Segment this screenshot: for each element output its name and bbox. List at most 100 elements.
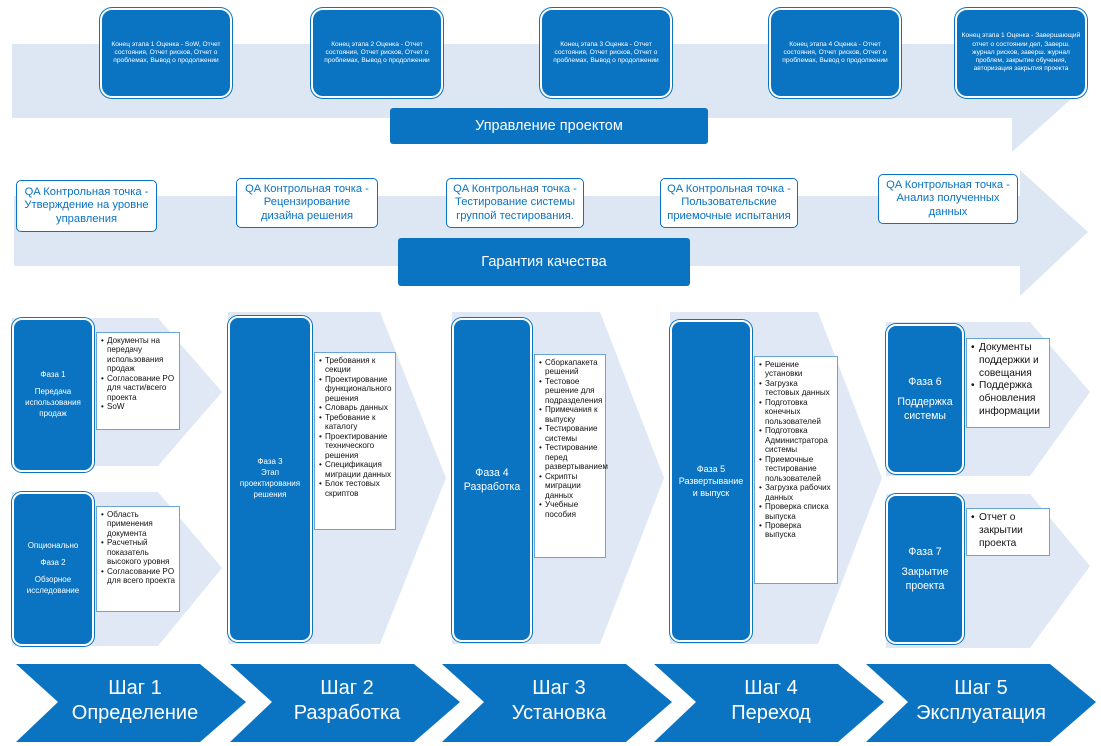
milestone-box-5: Конец этапа 1 Оценка - Завершающий отчет… — [955, 8, 1087, 98]
step5-number: Шаг 5 — [954, 677, 1008, 699]
phase1-item: Согласование PO для части/всего проекта — [101, 374, 176, 402]
phase5-box: Фаза 5 Развертывание и выпуск — [670, 320, 752, 642]
step1-name: Определение — [71, 702, 199, 724]
milestone-box-1: Конец этапа 1 Оценка - SoW, Отчет состоя… — [100, 8, 232, 98]
step2-name: Разработка — [293, 702, 401, 724]
milestone-box-3: Конец этапа 3 Оценка - Отчет состояния, … — [540, 8, 672, 98]
phase3-item: Требование к каталогу — [319, 413, 392, 432]
qa-checkpoint-5: QA Контрольная точка - Анализ полученных… — [878, 174, 1018, 224]
phase7-deliverables: Отчет о закрытии проекта — [966, 508, 1050, 556]
step4-chevron — [654, 664, 884, 742]
quality-assurance-banner: Гарантия качества — [398, 238, 690, 286]
phase7-box: Фаза 7 Закрытие проекта — [886, 494, 964, 644]
qa-checkpoint-1: QA Контрольная точка - Утверждение на ур… — [16, 180, 157, 232]
phase3-item: Блок тестовых скриптов — [319, 479, 392, 498]
phase3-item: Требования к секции — [319, 356, 392, 375]
phase2-deliverables: Область применения документа Расчетный п… — [96, 506, 180, 612]
qa-checkpoint-2: QA Контрольная точка - Рецензирование ди… — [236, 178, 378, 228]
phase6-item: Поддержка обновления информации — [971, 380, 1046, 418]
phase5-item: Подготовка Администратора системы — [759, 426, 834, 454]
phase2-subtitle: Обзорное исследование — [26, 575, 80, 595]
milestone-text-5: Конец этапа 1 Оценка - Завершающий отчет… — [961, 32, 1081, 73]
phase7-item: Отчет о закрытии проекта — [971, 512, 1046, 550]
phase4-item: Сборкапакета решений — [539, 358, 602, 377]
step3-number: Шаг 3 — [532, 677, 586, 699]
step4-label: Шаг 4 Переход — [686, 676, 856, 726]
phase2-item: Область применения документа — [101, 510, 176, 538]
step1-chevron — [16, 664, 246, 742]
step4-name: Переход — [731, 702, 811, 724]
step5-name: Эксплуатация — [916, 702, 1046, 724]
step4-number: Шаг 4 — [744, 677, 798, 699]
step3-label: Шаг 3 Установка — [474, 676, 644, 726]
phase4-title: Фаза 4 — [475, 466, 509, 479]
qa-checkpoint-text-5: QA Контрольная точка - Анализ полученных… — [886, 178, 1010, 218]
qa-checkpoint-text-3: QA Контрольная точка - Тестирование сист… — [453, 182, 577, 222]
phase3-box: Фаза 3 Этап проектирования решения — [228, 316, 312, 642]
quality-assurance-title: Гарантия качества — [481, 254, 607, 270]
phase1-title: Фаза 1 — [40, 370, 66, 380]
phase5-item: Проверка списка выпуска — [759, 502, 834, 521]
step2-label: Шаг 2 Разработка — [262, 676, 432, 726]
step2-number: Шаг 2 — [320, 677, 374, 699]
step1-number: Шаг 1 — [108, 677, 162, 699]
phase5-title: Фаза 5 — [696, 463, 726, 474]
phase6-box: Фаза 6 Поддержка системы — [886, 324, 964, 474]
qa-checkpoint-text-4: QA Контрольная точка - Пользовательские … — [667, 182, 791, 222]
phase3-item: Проектирование технического решения — [319, 432, 392, 460]
phase4-item: Тестовое решение для подразделения — [539, 377, 602, 405]
step3-chevron — [442, 664, 672, 742]
phase5-deliverables: Решение установки Загрузка тестовых данн… — [754, 356, 838, 584]
phase7-title: Фаза 7 — [908, 545, 942, 558]
phase1-box: Фаза 1 Передача использования продаж — [12, 318, 94, 472]
phase5-item: Загрузка тестовых данных — [759, 379, 834, 398]
phase5-subtitle: Развертывание и выпуск — [678, 475, 744, 499]
phase2-title: Фаза 2 — [40, 558, 66, 568]
milestone-text-3: Конец этапа 3 Оценка - Отчет состояния, … — [553, 40, 659, 65]
phase4-box: Фаза 4 Разработка — [452, 318, 532, 642]
phase2-box: Опционально Фаза 2 Обзорное исследование — [12, 492, 94, 646]
phase6-title: Фаза 6 — [908, 375, 942, 388]
step1-label: Шаг 1 Определение — [50, 676, 220, 726]
phase2-optional-label: Опционально — [27, 541, 79, 551]
phase4-item: Учебные пособия — [539, 500, 602, 519]
qa-checkpoint-text-1: QA Контрольная точка - Утверждение на ур… — [24, 185, 149, 225]
phase5-item: Проверка выпуска — [759, 521, 834, 540]
phase6-deliverables: Документы поддержки и совещания Поддержк… — [966, 338, 1050, 428]
phase6-item: Документы поддержки и совещания — [971, 342, 1046, 380]
phase2-item: Расчетный показатель высокого уровня — [101, 538, 176, 566]
phase3-item: Спецификация миграции данных — [319, 460, 392, 479]
step3-name: Установка — [511, 702, 607, 724]
phase4-item: Тестирование системы — [539, 424, 602, 443]
phase3-item: Проектирование функционального решения — [319, 375, 392, 403]
phase5-item: Приемочные тестирование пользователей — [759, 455, 834, 483]
project-management-title: Управление проектом — [475, 118, 623, 134]
project-management-banner: Управление проектом — [390, 108, 708, 144]
phase3-title: Фаза 3 — [257, 457, 283, 467]
phase4-item: Скрипты миграции данных — [539, 472, 602, 500]
milestone-box-4: Конец этапа 4 Оценка - Отчет состояния, … — [769, 8, 901, 98]
phase4-item: Примечания к выпуску — [539, 405, 602, 424]
phase1-subtitle: Передача использования продаж — [25, 387, 81, 418]
qa-checkpoint-text-2: QA Контрольная точка - Рецензирование ди… — [245, 182, 369, 222]
milestone-box-2: Конец этапа 2 Оценка - Отчет состояния, … — [311, 8, 443, 98]
phase3-deliverables: Требования к секции Проектирование функц… — [314, 352, 396, 530]
phase3-subtitle: Этап проектирования решения — [239, 468, 301, 499]
phase1-item: Документы на передачу использования прод… — [101, 336, 176, 374]
milestone-text-2: Конец этапа 2 Оценка - Отчет состояния, … — [324, 40, 430, 65]
phase1-deliverables: Документы на передачу использования прод… — [96, 332, 180, 430]
qa-checkpoint-4: QA Контрольная точка - Пользовательские … — [660, 178, 798, 228]
phase2-item: Согласование PO для всего проекта — [101, 567, 176, 586]
phase5-item: Решение установки — [759, 360, 834, 379]
phase5-item: Подготовка конечных пользователей — [759, 398, 834, 426]
step2-chevron — [230, 664, 460, 742]
phase1-item: SoW — [101, 402, 176, 412]
milestone-text-1: Конец этапа 1 Оценка - SoW, Отчет состоя… — [111, 40, 221, 65]
phase7-subtitle: Закрытие проекта — [901, 565, 949, 593]
phase3-item: Словарь данных — [319, 403, 392, 413]
phase4-deliverables: Сборкапакета решений Тестовое решение дл… — [534, 354, 608, 558]
phase4-item: Тестирование перед развертыванием — [539, 443, 608, 471]
phase6-subtitle: Поддержка системы — [897, 395, 953, 423]
step5-chevron — [866, 664, 1096, 742]
step5-label: Шаг 5 Эксплуатация — [896, 676, 1066, 726]
